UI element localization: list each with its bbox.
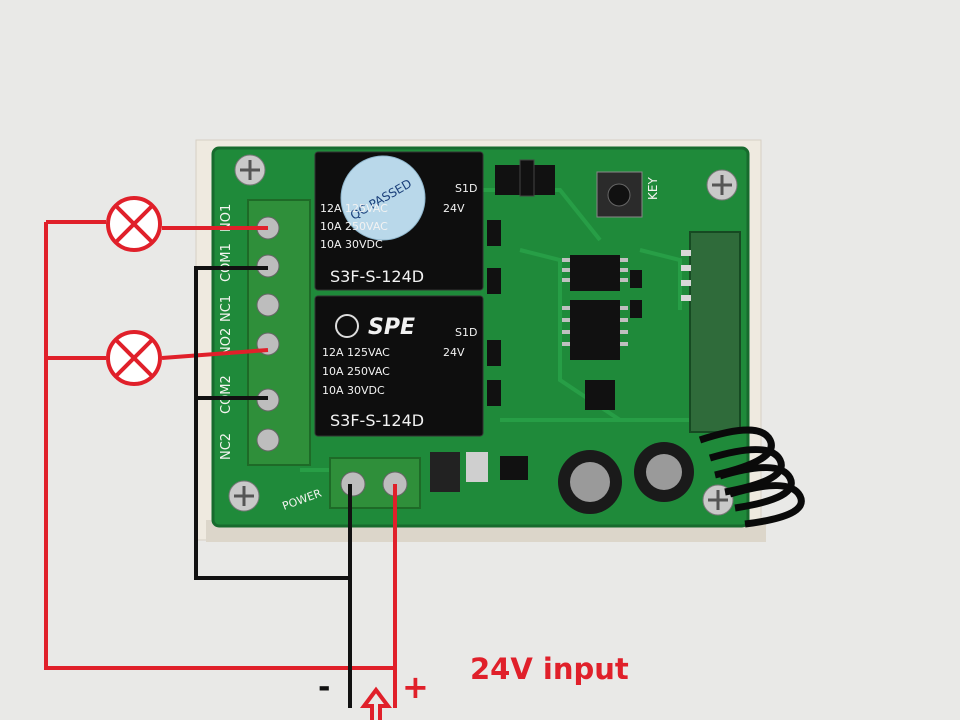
positive-sign: + [402,668,429,706]
svg-text:SPE: SPE [368,315,415,340]
ic-chips [570,255,620,360]
svg-text:24V: 24V [443,346,465,359]
terminal-label-com1: COM1 [219,243,234,282]
terminal-label-nc1: NC1 [219,295,234,322]
svg-text:12A 125VAC: 12A 125VAC [320,202,388,215]
lamp-icon [106,196,162,386]
qc-sticker [340,155,426,241]
svg-text:10A 250VAC: 10A 250VAC [320,220,388,233]
terminal-label-no2: NO2 [219,328,234,356]
svg-text:KEY: KEY [646,177,660,200]
svg-text:24V: 24V [443,202,465,215]
terminal-label-no1: NO1 [219,204,234,232]
antenna-coil [698,426,805,528]
terminal-labels: NO1 COM1 NC1 NO2 COM2 NC2 [219,204,234,460]
terminal-label-com2: COM2 [219,375,234,414]
terminal-label-nc2: NC2 [219,433,234,460]
svg-text:S1D: S1D [455,326,477,339]
negative-sign: - [318,670,331,705]
svg-text:S1D: S1D [455,182,477,195]
input-voltage-label: 24V input [470,652,629,686]
relay-2: SPE S1D 24V 12A 125VAC 10A 250VAC 10A 30… [314,295,484,437]
svg-text:10A 30VDC: 10A 30VDC [320,238,383,251]
svg-text:S3F-S-124D: S3F-S-124D [330,267,424,286]
output-terminal-block [247,199,311,466]
svg-text:12A 125VAC: 12A 125VAC [322,346,390,359]
svg-text:S3F-S-124D: S3F-S-124D [330,411,424,430]
positive-wires [44,220,397,708]
relay-1: QC PASSED S1D 24V 12A 125VAC 10A 250VAC … [314,151,484,291]
negative-wires [194,266,352,708]
svg-text:10A 30VDC: 10A 30VDC [322,384,385,397]
capacitors [558,442,694,514]
svg-text:10A 250VAC: 10A 250VAC [322,365,390,378]
arrow-up-icon [360,686,392,720]
rf-module [689,231,741,433]
